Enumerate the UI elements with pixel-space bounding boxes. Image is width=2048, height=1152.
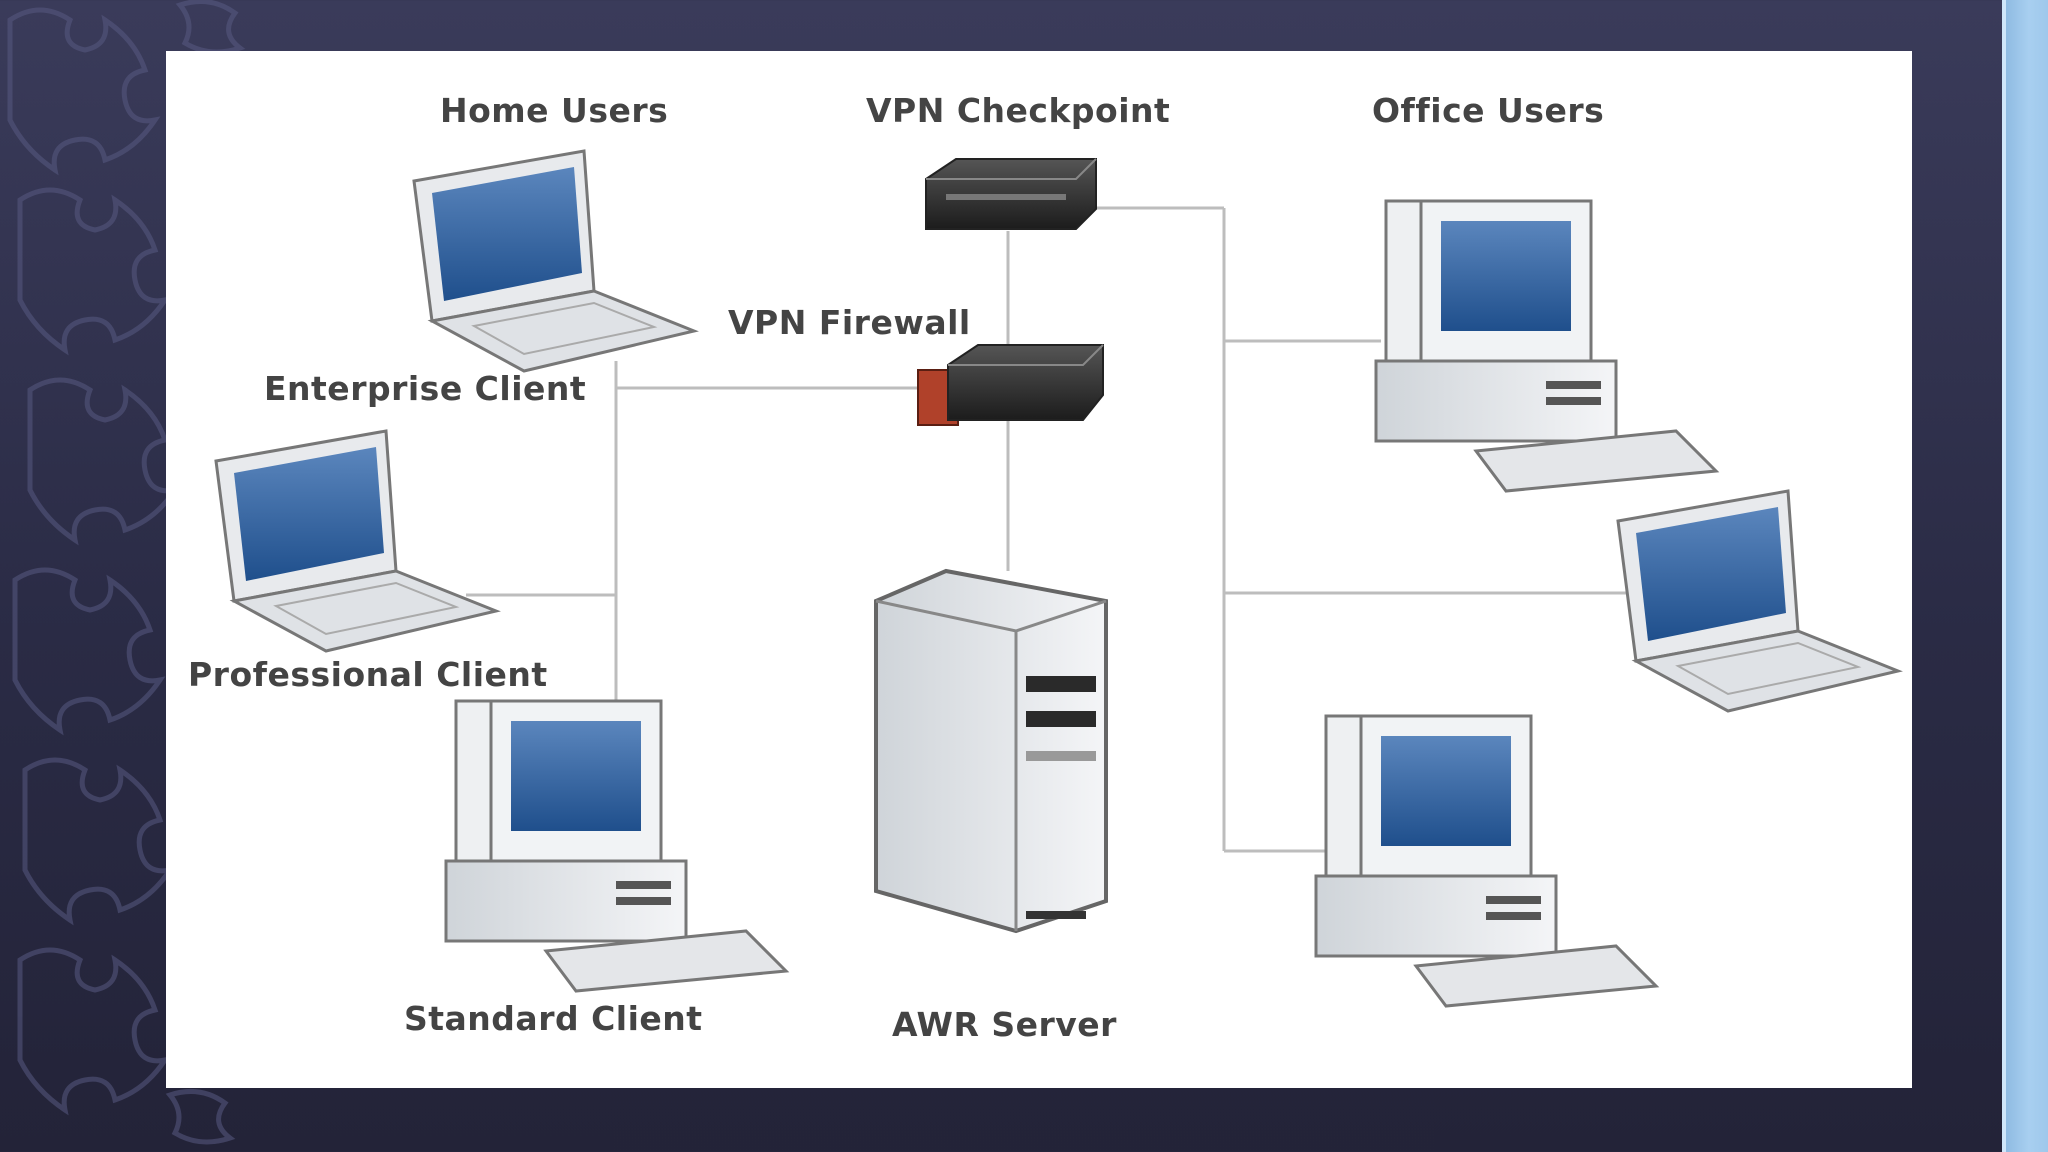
network-appliance-icon <box>925 158 1097 230</box>
tower-server-icon <box>874 568 1108 934</box>
desktop-computer-icon <box>444 699 790 993</box>
network-connectors <box>466 206 1626 853</box>
puzzle-pattern-decoration <box>7 0 246 1145</box>
desktop-computer-icon <box>1374 199 1720 493</box>
awr-server-label: AWR Server <box>892 1005 1117 1044</box>
professional-client-label: Professional Client <box>188 655 548 694</box>
standard-client-label: Standard Client <box>404 999 703 1038</box>
desktop-computer-icon <box>1314 714 1660 1008</box>
laptop-icon <box>1616 489 1903 713</box>
firewall-appliance-icon <box>917 344 1104 426</box>
enterprise-client-label: Enterprise Client <box>264 369 587 408</box>
office-users-label: Office Users <box>1372 91 1605 130</box>
vpn-checkpoint-label: VPN Checkpoint <box>866 91 1171 130</box>
diagram-graphics <box>214 149 1903 1008</box>
laptop-icon <box>214 429 501 653</box>
slide-accent-strip <box>2002 0 2048 1152</box>
network-diagram: Home Users VPN Checkpoint Office Users V… <box>166 51 1912 1088</box>
vpn-firewall-label: VPN Firewall <box>728 303 971 342</box>
home-users-label: Home Users <box>440 91 669 130</box>
laptop-icon <box>412 149 699 373</box>
